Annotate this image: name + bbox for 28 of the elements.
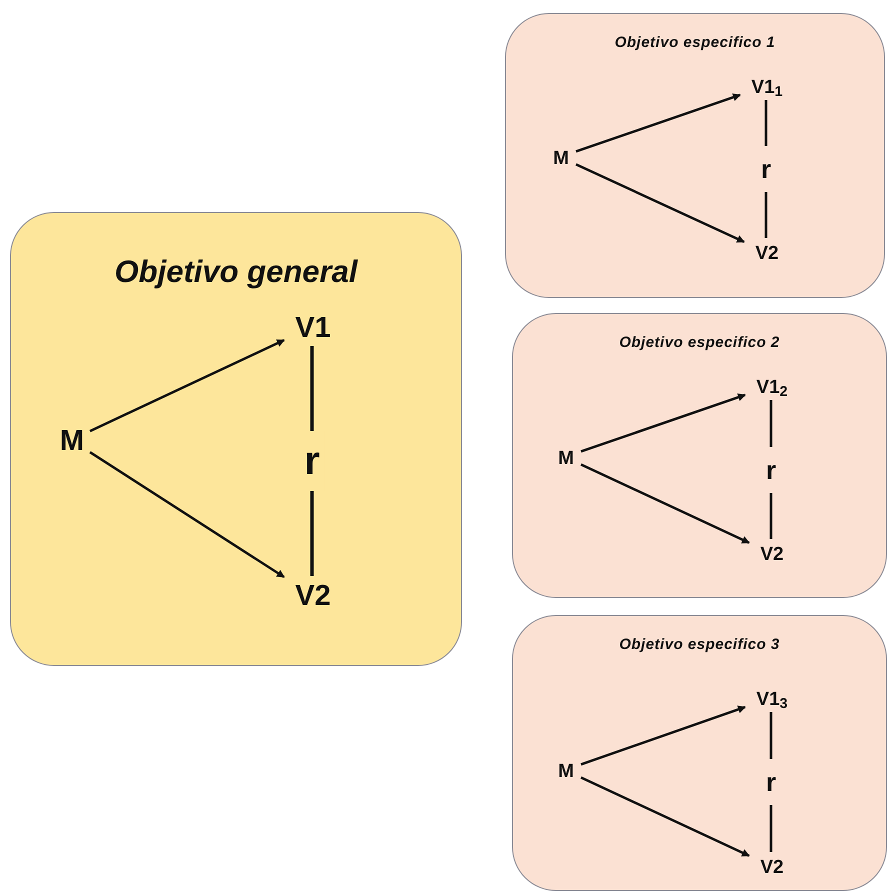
variable-label: V1 [295, 314, 331, 342]
panel-heading: Objetivo especifico 3 [618, 635, 781, 655]
arrow [580, 463, 750, 544]
arrow [580, 706, 746, 766]
variable-label: V2 [760, 544, 784, 564]
variable-label: V2 [760, 858, 784, 876]
panel-heading: Objetivo general [114, 253, 359, 291]
arrow [580, 776, 750, 857]
objective-panel [512, 313, 887, 598]
arrow [580, 393, 746, 453]
arrow [575, 163, 745, 243]
objective-panel [512, 615, 887, 891]
variable-label: M [558, 762, 574, 780]
variable-label: M [553, 148, 569, 168]
arrow [576, 93, 741, 153]
panel-heading: Objetivo especifico 2 [618, 333, 781, 353]
variable-label: M [60, 426, 84, 456]
objective-panel [10, 212, 462, 666]
panel-heading: Objetivo especifico 1 [614, 33, 776, 53]
variable-label: V1$_{3}$ [756, 690, 788, 708]
variable-label: V2 [295, 582, 331, 610]
arrow [89, 451, 285, 578]
variable-label: V1$_{1}$ [751, 78, 783, 96]
variable-label: V2 [755, 244, 779, 262]
arrow [89, 339, 285, 432]
objective-panel [505, 13, 885, 298]
variable-label: M [558, 448, 574, 468]
variable-label: V1$_{2}$ [756, 378, 788, 396]
